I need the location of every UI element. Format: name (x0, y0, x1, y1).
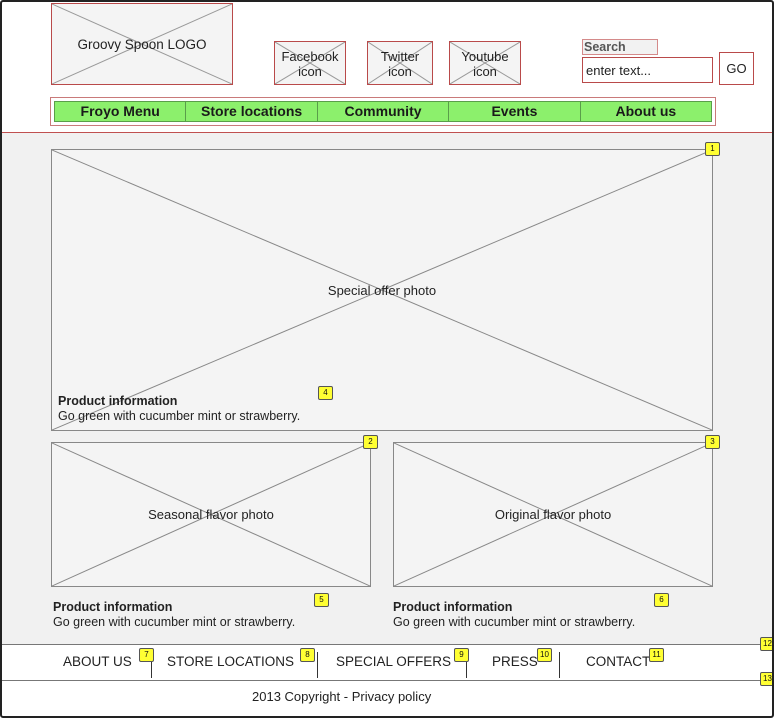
youtube-icon[interactable]: Youtube icon (449, 41, 521, 85)
annotation-badge: 4 (318, 386, 333, 400)
search-label: Search (582, 39, 658, 55)
nav-item-froyo-menu[interactable]: Froyo Menu (55, 102, 187, 121)
annotation-badge: 8 (300, 648, 315, 662)
nav-item-community[interactable]: Community (318, 102, 450, 121)
annotation-badge: 12 (760, 637, 772, 651)
nav-item-events[interactable]: Events (449, 102, 581, 121)
twitter-label-sub: icon (388, 64, 412, 79)
footer-separator (317, 652, 318, 678)
original-flavor-caption: Original flavor photo (494, 507, 612, 522)
footer-link-contact[interactable]: CONTACT (586, 654, 651, 669)
product-info-title: Product information (53, 600, 173, 614)
header-divider (2, 132, 772, 133)
placeholder-cross-icon (275, 42, 345, 84)
footer-divider-top (2, 644, 772, 645)
product-info-text: Go green with cucumber mint or strawberr… (53, 615, 296, 629)
facebook-label-sub: icon (298, 64, 322, 79)
annotation-badge: 7 (139, 648, 154, 662)
seasonal-product-info: Product information Go green with cucumb… (53, 600, 295, 630)
youtube-label: Youtube (461, 49, 509, 64)
annotation-badge: 2 (363, 435, 378, 449)
original-product-info: Product information Go green with cucumb… (393, 600, 635, 630)
footer-link-about-us[interactable]: ABOUT US (63, 654, 132, 669)
footer-link-press[interactable]: PRESS (492, 654, 538, 669)
annotation-badge: 9 (454, 648, 469, 662)
placeholder-cross-icon (368, 42, 432, 84)
product-info-title: Product information (58, 394, 178, 408)
original-flavor-photo[interactable]: Original flavor photo (393, 442, 713, 587)
facebook-label: Facebook (281, 49, 339, 64)
annotation-badge: 1 (705, 142, 720, 156)
footer-separator (466, 652, 467, 678)
special-offer-photo[interactable]: Special offer photo (51, 149, 713, 431)
placeholder-cross-icon (52, 443, 370, 586)
main-nav: Froyo Menu Store locations Community Eve… (50, 97, 716, 126)
logo-text: Groovy Spoon LOGO (77, 37, 207, 52)
special-offer-caption: Special offer photo (327, 283, 437, 298)
footer-link-special-offers[interactable]: SPECIAL OFFERS (336, 654, 452, 669)
annotation-badge: 3 (705, 435, 720, 449)
search-go-button[interactable]: GO (719, 52, 754, 85)
footer-separator (559, 652, 560, 678)
placeholder-cross-icon (52, 4, 232, 84)
seasonal-flavor-photo[interactable]: Seasonal flavor photo (51, 442, 371, 587)
twitter-icon[interactable]: Twitter icon (367, 41, 433, 85)
annotation-badge: 10 (537, 648, 552, 662)
placeholder-cross-icon (394, 443, 712, 586)
logo-placeholder[interactable]: Groovy Spoon LOGO (51, 3, 233, 85)
annotation-badge: 5 (314, 593, 329, 607)
annotation-badge: 6 (654, 593, 669, 607)
nav-item-store-locations[interactable]: Store locations (186, 102, 318, 121)
nav-item-about-us[interactable]: About us (615, 103, 677, 119)
product-info-title: Product information (393, 600, 513, 614)
copyright-text: 2013 Copyright - Privacy policy (252, 689, 432, 704)
annotation-badge: 11 (649, 648, 664, 662)
footer-divider-bottom (2, 680, 772, 681)
footer-link-store-locations[interactable]: STORE LOCATIONS (167, 654, 295, 669)
annotation-badge: 13 (760, 672, 772, 686)
product-info-text: Go green with cucumber mint or strawberr… (58, 409, 301, 423)
hero-product-info: Product information Go green with cucumb… (58, 394, 300, 424)
twitter-label: Twitter (380, 49, 420, 64)
placeholder-cross-icon (450, 42, 520, 84)
youtube-label-sub: icon (473, 64, 497, 79)
placeholder-cross-icon (52, 150, 712, 430)
search-input[interactable] (582, 57, 713, 83)
product-info-text: Go green with cucumber mint or strawberr… (393, 615, 636, 629)
facebook-icon[interactable]: Facebook icon (274, 41, 346, 85)
footer-separator (151, 652, 152, 678)
seasonal-flavor-caption: Seasonal flavor photo (148, 507, 274, 522)
